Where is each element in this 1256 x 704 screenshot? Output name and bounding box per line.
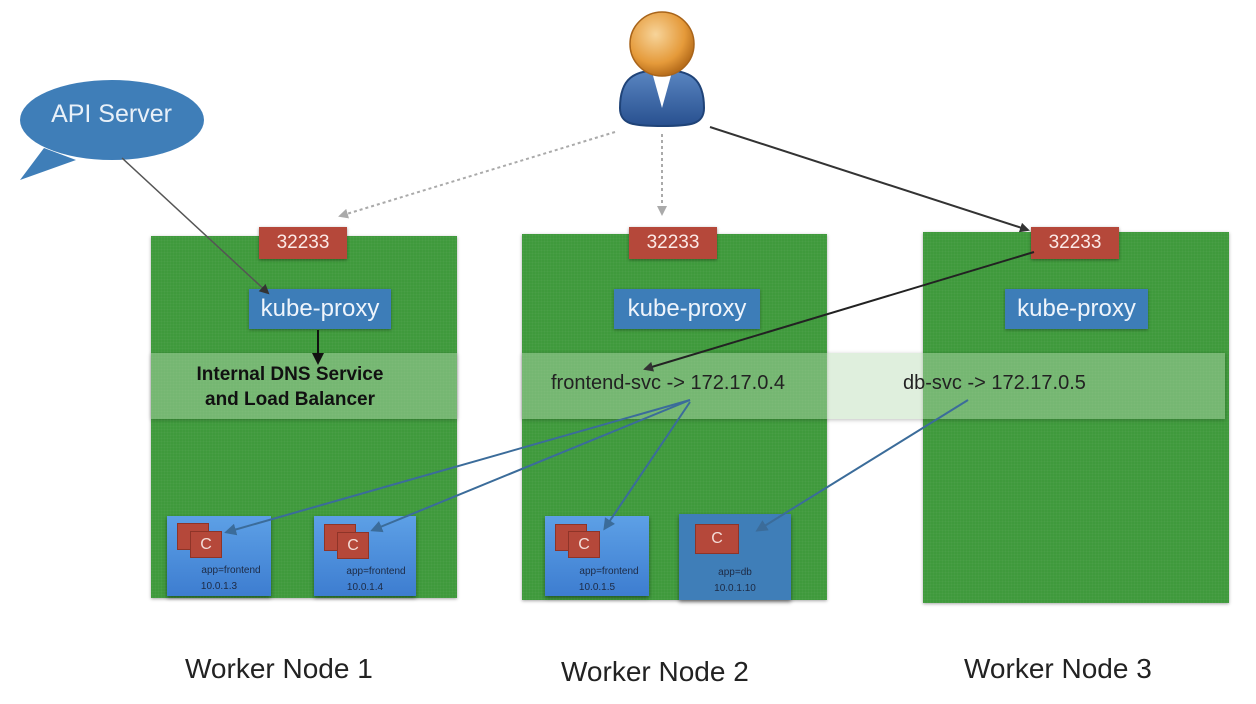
node-port-badge-1: 32233 <box>259 227 347 259</box>
pod-app-label: app=frontend <box>201 565 261 576</box>
node-title-3: Worker Node 3 <box>964 653 1152 684</box>
container-icon: C <box>190 531 222 558</box>
container-icon: C <box>695 524 739 554</box>
pod-frontend-3: C app=frontend 10.0.1.5 <box>545 516 649 596</box>
pod-app-label: app=frontend <box>579 566 639 577</box>
api-server-label: API Server <box>51 100 172 128</box>
pod-ip: 10.0.1.3 <box>200 581 238 592</box>
node-title-1: Worker Node 1 <box>185 653 373 684</box>
speech-bubble-icon <box>20 80 204 180</box>
pod-frontend-1: C app=frontend 10.0.1.3 <box>167 516 271 596</box>
pod-app-label: app=frontend <box>346 566 406 577</box>
pod-db: C app=db 10.0.1.10 <box>679 514 791 600</box>
pod-ip: 10.0.1.5 <box>578 582 616 593</box>
container-icon: C <box>568 531 600 558</box>
pod-ip: 10.0.1.10 <box>714 583 756 594</box>
api-server-bubble: API Server <box>14 78 209 188</box>
node-port-badge-2: 32233 <box>629 227 717 259</box>
db-svc-mapping: db-svc -> 172.17.0.5 <box>903 372 1086 394</box>
pod-frontend-2: C app=frontend 10.0.1.4 <box>314 516 416 596</box>
user-avatar <box>612 8 712 130</box>
frontend-svc-mapping: frontend-svc -> 172.17.0.4 <box>551 372 786 394</box>
pod-ip: 10.0.1.4 <box>346 582 384 593</box>
kube-proxy-1: kube-proxy <box>249 289 391 329</box>
arrow-user-to-node1 <box>338 131 616 219</box>
pod-app-label: app=db <box>718 567 752 578</box>
arrow-user-to-node3 <box>709 126 1030 233</box>
dns-service-label: Internal DNS Service and Load Balancer <box>162 362 418 412</box>
kube-proxy-3: kube-proxy <box>1005 289 1148 329</box>
node-title-2: Worker Node 2 <box>561 656 749 687</box>
node-port-badge-3: 32233 <box>1031 227 1119 259</box>
container-icon: C <box>337 532 369 559</box>
kube-proxy-2: kube-proxy <box>614 289 760 329</box>
dns-service-line2: and Load Balancer <box>205 389 375 410</box>
dns-service-line1: Internal DNS Service <box>196 364 384 385</box>
user-icon <box>618 11 706 128</box>
